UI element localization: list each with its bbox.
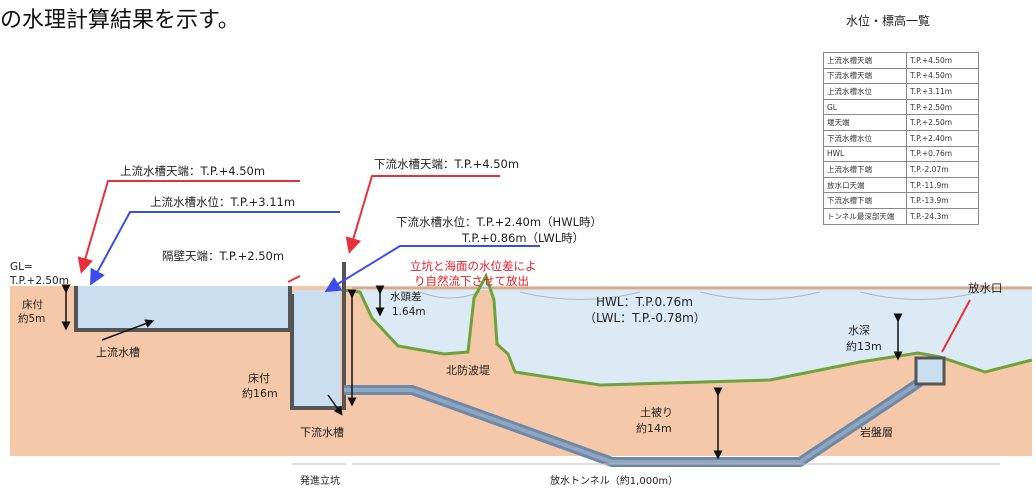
label-gl: GL= [10,261,33,273]
seabed-line [341,272,1033,387]
label-weir-top: 隔壁天端：T.P.+2.50m [162,249,284,263]
label-gl-value: T.P.+2.50m [9,275,69,287]
label-shaft: 発進立坑 [300,474,340,487]
label-cover-value: 約14m [636,421,672,435]
label-downstream-level-lwl: T.P.+0.86m（LWL時） [461,231,584,245]
label-bedrock: 岩盤層 [860,425,893,439]
label-outlet: 放水口 [968,281,1003,295]
page-heading: の水理計算結果を示す。 [0,8,240,33]
label-floor-16m-value: 約16m [242,386,278,400]
label-cover: 土被り [640,406,673,419]
upstream-top-leader [77,180,300,274]
label-head-diff: 水頭差 [390,290,422,303]
upstream-tank-pointer [101,319,155,341]
label-upstream-level: 上流水槽水位：T.P.+3.11m [150,195,295,209]
label-floor-5m: 床付 [22,298,43,311]
wave-lines [419,291,981,300]
outlet-structure [914,356,946,386]
label-upstream-tank: 上流水槽 [96,345,140,359]
outlet-leader [941,299,971,353]
label-head-diff-value: 1.64m [392,306,426,318]
label-tunnel: 放水トンネル（約1,000m） [550,474,678,487]
label-depth: 水深 [848,324,870,337]
downstream-tank-pointer [327,394,343,416]
label-hwl: HWL：T.P.0.76m [596,295,693,309]
table-cell-value: T.P.-24.3m [906,207,979,225]
weir-top-leader [287,275,301,283]
downstream-level-leader [324,245,540,293]
label-lwl: （LWL：T.P.-0.78m） [584,311,706,325]
downstream-shaft-water [294,290,340,406]
label-upstream-top: 上流水槽天端：T.P.+4.50m [120,164,265,178]
label-downstream-top: 下流水槽天端：T.P.+4.50m [374,157,519,171]
discharge-tunnel-inner [344,380,922,464]
label-note-line1: 立坑と海面の水位差によ [410,259,537,273]
label-note-line2: り自然流下させて放出 [414,274,529,288]
downstream-shaft-wall [290,262,346,410]
label-floor-5m-value: 約5m [18,312,45,325]
label-depth-value: 約13m [846,339,882,353]
upstream-tank-water [75,286,290,330]
table-title: 水位・標高一覧 [846,14,931,28]
label-floor-16m: 床付 [248,371,270,385]
table-cell-name: トンネル最深部天端 [823,207,907,225]
upstream-level-leader [90,211,340,286]
label-downstream-level-hwl: 下流水槽水位：T.P.+2.40m（HWL時） [396,215,602,229]
sea-water [352,276,1032,385]
label-downstream-tank: 下流水槽 [300,425,344,439]
downstream-top-leader [345,175,500,254]
label-breakwater: 北防波堤 [446,363,490,377]
